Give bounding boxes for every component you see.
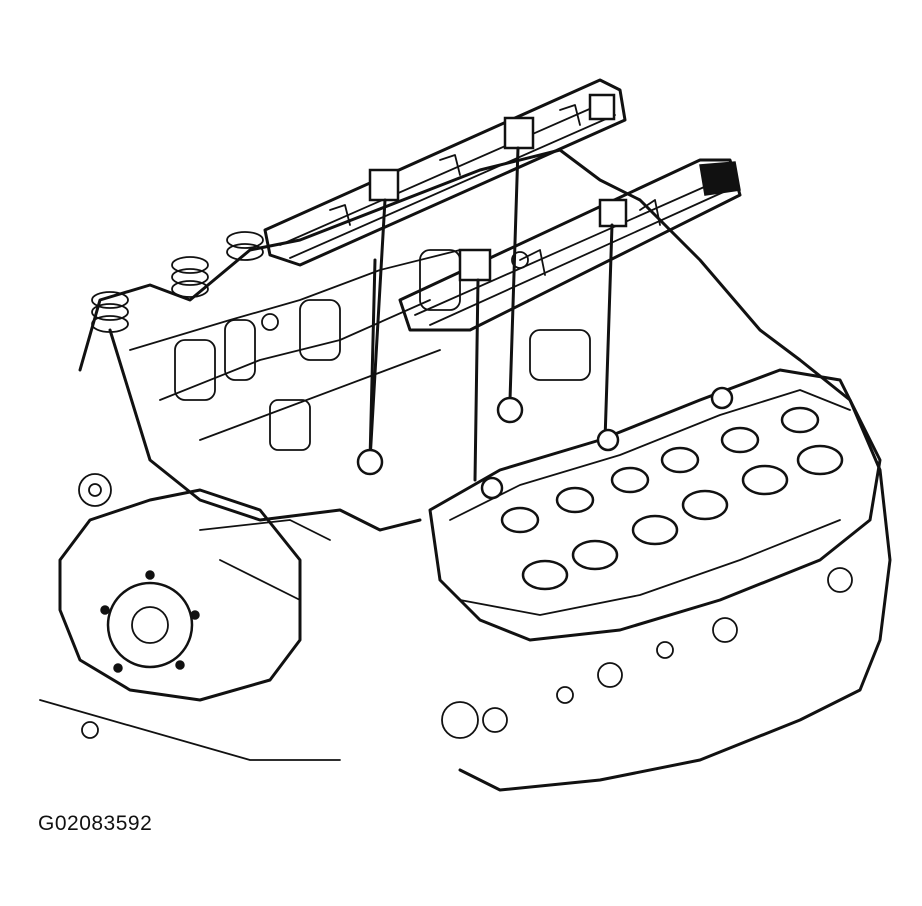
engine-fuel-rail-diagram [39,78,892,792]
right-fuel-rail [398,158,742,332]
lifter-row [500,406,844,591]
water-pump-pulley [39,473,479,761]
left-fuel-rail [263,78,627,267]
engine-block [78,148,892,792]
alignment-lines [368,146,614,482]
stud-stack [91,231,264,333]
figure-id-label: G02083592 [38,812,153,835]
cylinder-head-valve-train [356,368,882,733]
